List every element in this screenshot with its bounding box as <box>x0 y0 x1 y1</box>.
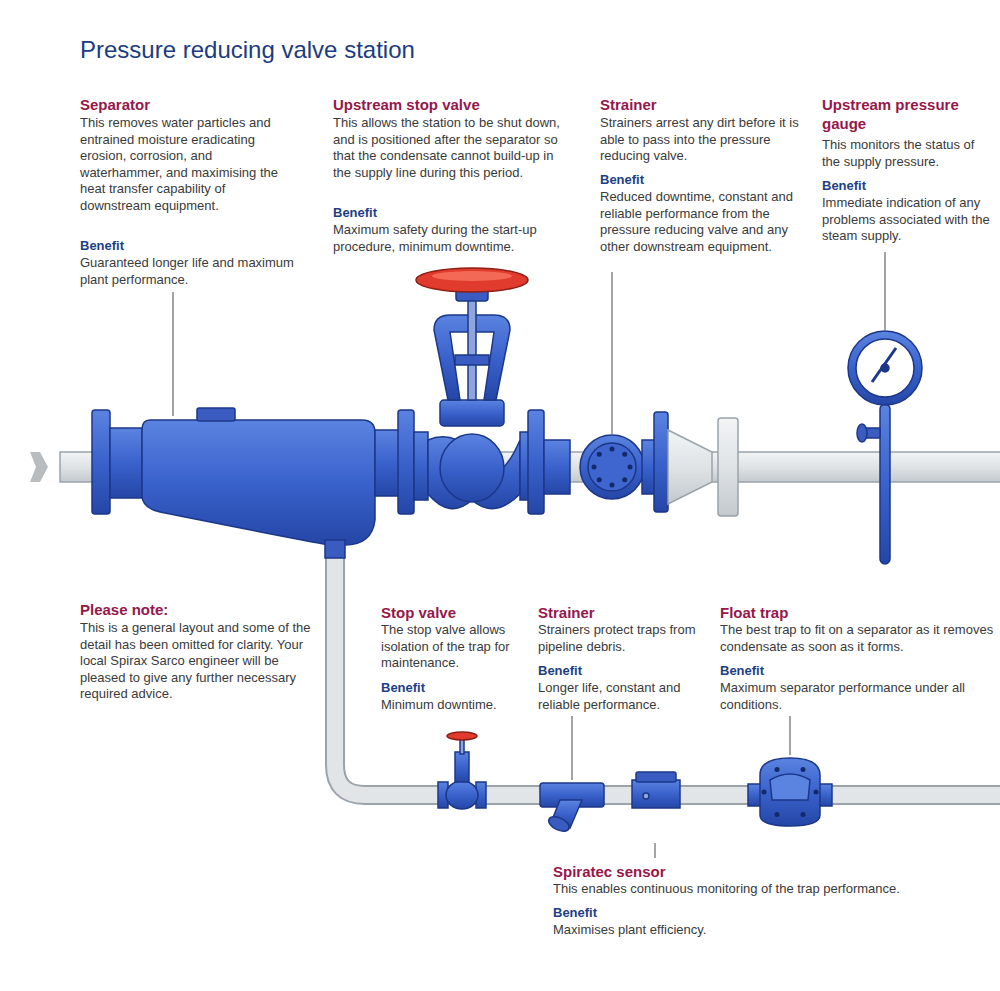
pressure-gauge <box>848 331 922 564</box>
callout-heading: Strainer <box>600 95 800 114</box>
trap-stop-valve <box>438 732 486 809</box>
strainer <box>544 412 668 512</box>
callout-heading: Upstream stop valve <box>333 95 568 114</box>
title: Pressure reducing valve station <box>80 36 415 64</box>
flange <box>718 418 738 516</box>
callout-text: Maximum safety during the start-up proce… <box>333 222 568 255</box>
callout-text: Minimum downtime. <box>381 697 526 714</box>
callout-heading: Upstream pressure gauge <box>822 95 972 133</box>
bolt <box>775 812 780 817</box>
callout-heading: Float trap <box>720 603 995 622</box>
bolt <box>775 767 780 772</box>
benefit-label: Benefit <box>822 178 866 194</box>
callout-heading: Stop valve <box>381 603 531 622</box>
float-trap <box>748 758 832 826</box>
stop-valve <box>414 268 544 514</box>
callout-heading: Separator <box>80 95 295 114</box>
leader-lines <box>173 252 885 858</box>
callout-text: This removes water particles and entrain… <box>80 115 295 214</box>
callout-heading: Strainer <box>538 603 708 622</box>
callout-text: Strainers arrest any dirt before it is a… <box>600 115 800 165</box>
callout-text: The best trap to fit on a separator as i… <box>720 622 995 655</box>
bolt <box>610 483 615 488</box>
bolt <box>597 452 602 457</box>
bolt <box>610 447 615 452</box>
bolt <box>622 452 627 457</box>
callout-text: Reduced downtime, constant and reliable … <box>600 189 800 255</box>
callout-text: Immediate indication of any problems ass… <box>822 195 996 245</box>
callout-text: The stop valve allows isolation of the t… <box>381 622 526 672</box>
callout-text: Strainers protect traps from pipeline de… <box>538 622 708 655</box>
callout-text: This enables continuous monitoring of th… <box>553 881 993 898</box>
benefit-label: Benefit <box>381 680 425 696</box>
benefit-label: Benefit <box>538 663 582 679</box>
benefit-label: Benefit <box>333 205 377 221</box>
bolt <box>814 790 819 795</box>
callout-text: This is a general layout and some of the… <box>80 620 320 703</box>
benefit-label: Benefit <box>80 238 124 254</box>
callout-text: Maximises plant efficiency. <box>553 922 853 939</box>
bolt <box>597 477 602 482</box>
spiratec-sensor <box>632 772 680 808</box>
callout-text: Guaranteed longer life and maximum plant… <box>80 255 295 288</box>
bolt <box>622 477 627 482</box>
benefit-label: Benefit <box>553 905 597 921</box>
callout-heading: Spiratec sensor <box>553 862 973 881</box>
flow-arrow <box>30 452 48 482</box>
benefit-label: Benefit <box>600 172 644 188</box>
callout-text: Longer life, constant and reliable perfo… <box>538 680 708 713</box>
callout-text: This allows the station to be shut down,… <box>333 115 568 181</box>
bolt <box>801 812 806 817</box>
bolt <box>628 465 633 470</box>
bolt <box>801 767 806 772</box>
bolt <box>592 465 597 470</box>
callout-heading: Please note: <box>80 600 320 619</box>
reducer <box>668 430 712 504</box>
callout-text: This monitors the status of the supply p… <box>822 137 996 170</box>
trap-strainer <box>540 783 604 834</box>
callout-text: Maximum separator performance under all … <box>720 680 995 713</box>
separator <box>92 408 414 558</box>
bolt <box>762 790 767 795</box>
benefit-label: Benefit <box>720 663 764 679</box>
drain-pipe <box>335 545 1000 795</box>
